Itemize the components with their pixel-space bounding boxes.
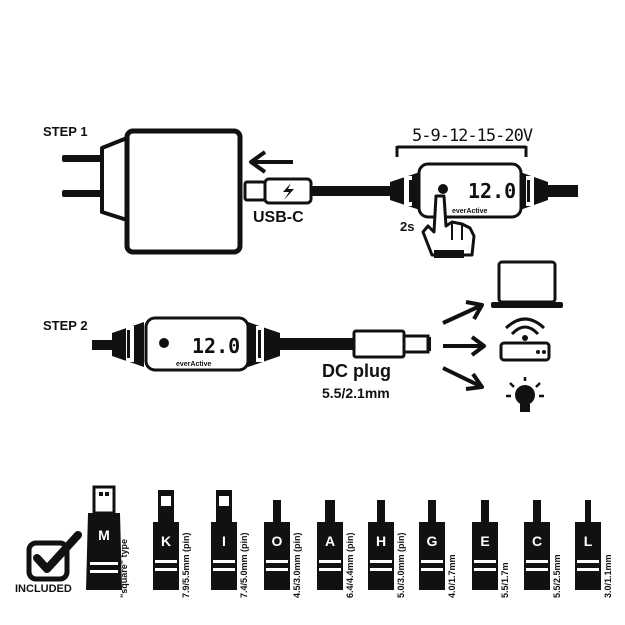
tip-letter-h: H	[376, 533, 386, 549]
tip-spec-g: 4.0/1.7mm	[447, 554, 457, 598]
dc-plug-icon	[352, 329, 431, 359]
dc-plug-size: 5.5/2.1mm	[322, 385, 390, 401]
adapter-tip-i: I 7.4/5.0mm (pin)	[211, 490, 249, 598]
brand-label-step2: everActive	[176, 361, 212, 368]
tip-letter-a: A	[325, 533, 335, 549]
tip-spec-k: 7.9/5.5mm (pin)	[181, 532, 191, 598]
adapter-tip-o: O 4.5/3.0mm (pin)	[264, 500, 302, 598]
tip-spec-o: 4.5/3.0mm (pin)	[292, 532, 302, 598]
adapter-tip-a: A 6.4/4.4mm (pin)	[317, 500, 355, 598]
step1-label: STEP 1	[43, 124, 88, 139]
tip-spec-m: "square" type	[119, 539, 129, 598]
display-readout-step1: 12.0	[468, 179, 516, 203]
adapter-tip-c: C 5.5/2.5mm	[524, 500, 562, 598]
usb-c-plug	[243, 177, 391, 205]
tip-letter-l: L	[584, 533, 593, 549]
tip-letter-o: O	[272, 533, 283, 549]
dc-plug-title: DC plug	[322, 361, 391, 381]
voltage-bracket	[395, 145, 528, 157]
hold-time-label: 2s	[400, 219, 414, 234]
voltage-module-step2	[92, 316, 355, 372]
adapter-tip-l: L 3.0/1.1mm	[575, 500, 613, 598]
adapter-tip-k: K 7.9/5.5mm (pin)	[153, 490, 191, 598]
step2-label: STEP 2	[43, 318, 88, 333]
hand-press-icon	[421, 194, 476, 258]
brand-label-step1: everActive	[452, 208, 488, 215]
light-bulb-icon	[506, 377, 544, 412]
laptop-icon	[491, 260, 563, 308]
checkbox-checked-icon	[26, 531, 82, 582]
arrow-to-router-icon	[443, 335, 486, 357]
tips-row: M "square" type K 7.9/5.5mm (pin) I 7.4/5.0mm…	[86, 485, 613, 598]
arrow-to-bulb-icon	[442, 366, 484, 391]
router-icon	[499, 317, 551, 362]
included-label: INCLUDED	[15, 583, 72, 595]
tip-spec-h: 5.0/3.0mm (pin)	[396, 532, 406, 598]
arrow-to-laptop-icon	[442, 300, 484, 325]
tip-letter-i: I	[222, 533, 226, 549]
tip-letter-g: G	[427, 533, 438, 549]
mode-button	[438, 184, 448, 194]
tip-letter-k: K	[161, 533, 171, 549]
tip-spec-e: 5.5/1.7m	[500, 562, 510, 598]
adapter-tip-e: E 5.5/1.7m	[472, 500, 510, 598]
tip-spec-i: 7.4/5.0mm (pin)	[239, 532, 249, 598]
arrow-left-icon	[249, 150, 293, 174]
display-readout-step2: 12.0	[192, 334, 240, 358]
tip-spec-a: 6.4/4.4mm (pin)	[345, 532, 355, 598]
tip-spec-l: 3.0/1.1mm	[603, 554, 613, 598]
adapter-tip-h: H 5.0/3.0mm (pin)	[368, 500, 406, 598]
voltage-options-label: 5-9-12-15-20V	[412, 126, 533, 146]
usb-c-label: USB-C	[253, 209, 304, 226]
tip-letter-c: C	[532, 533, 542, 549]
wall-charger-icon	[62, 128, 243, 255]
adapter-tip-m: M "square" type	[86, 485, 129, 598]
lightning-icon	[283, 183, 294, 200]
adapter-tip-g: G 4.0/1.7mm	[419, 500, 457, 598]
tip-spec-c: 5.5/2.5mm	[552, 554, 562, 598]
tip-letter-e: E	[480, 533, 489, 549]
tip-letter-m: M	[98, 527, 110, 543]
